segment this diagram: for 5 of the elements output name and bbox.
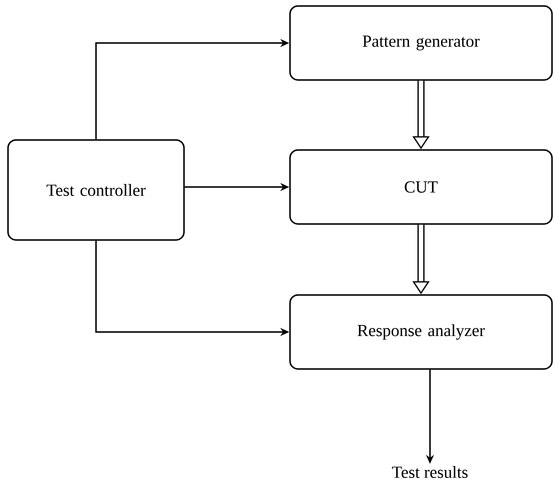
output-label: Test results (392, 466, 468, 478)
process-box: Pattern generator (289, 5, 553, 81)
process-box: CUT (289, 149, 553, 225)
process-box: Response analyzer (289, 294, 553, 370)
process-box: Test controller (7, 139, 185, 241)
